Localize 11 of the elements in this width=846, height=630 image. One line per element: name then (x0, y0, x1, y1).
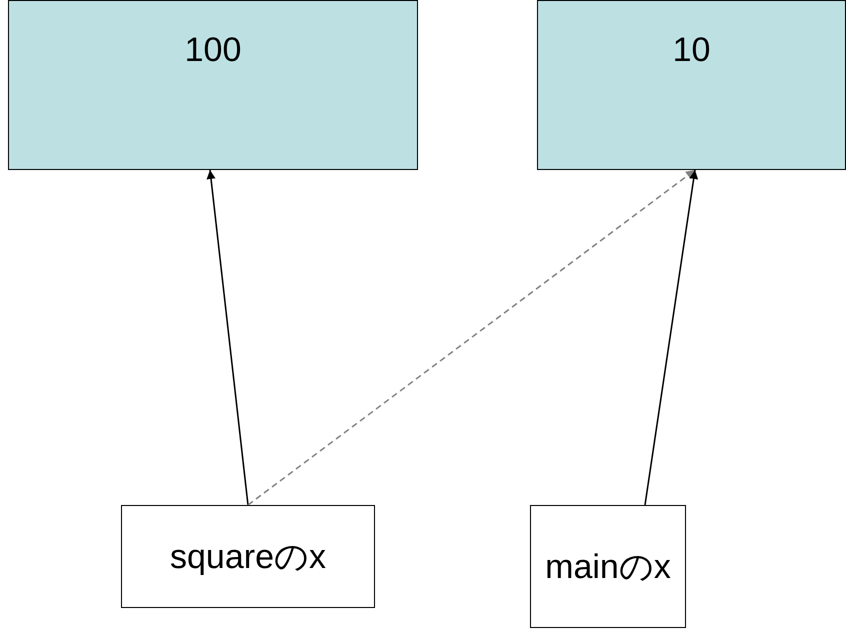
arrow (206, 170, 249, 506)
value-box (8, 0, 418, 170)
value-box (537, 0, 846, 170)
variable-box (530, 505, 686, 628)
box-label: squareのx (170, 536, 326, 578)
box-label: 10 (672, 30, 710, 70)
arrow (644, 170, 698, 506)
variable-box (121, 505, 375, 608)
box-label: mainのx (545, 546, 671, 588)
arrow (248, 169, 696, 506)
box-label: 100 (184, 30, 242, 70)
